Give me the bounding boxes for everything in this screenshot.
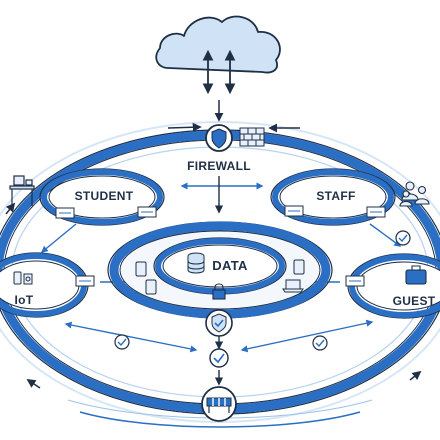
- people-icon: [399, 181, 430, 207]
- check-circle-icons: [114, 230, 411, 368]
- staff-label: STAFF: [316, 189, 355, 203]
- brick-wall-icon: [239, 127, 265, 147]
- iot-devices-icon: [13, 271, 33, 285]
- data-label: DATA: [212, 258, 248, 273]
- check-circle-icon: [205, 309, 233, 337]
- check-circle-icon: [312, 335, 328, 351]
- lock-icon: [212, 283, 226, 300]
- check-circle-icon: [209, 348, 229, 368]
- shield-icon: [211, 128, 227, 149]
- network-switch-icon: [284, 205, 386, 218]
- check-circle-icon: [114, 334, 130, 350]
- firewall-node: FIREWALL: [187, 124, 265, 173]
- iot-label: IoT: [15, 293, 34, 307]
- iot-segment-ring: IoT: [0, 252, 95, 318]
- guest-segment-ring: GUEST: [345, 253, 440, 319]
- student-segment-ring: STUDENT: [39, 168, 165, 226]
- suitcase-icon: [405, 265, 427, 285]
- student-label: STUDENT: [75, 189, 134, 203]
- tablet-icon: [135, 259, 305, 295]
- network-switch-icon: [345, 275, 365, 287]
- check-circle-icon: [395, 230, 411, 246]
- firewall-label: FIREWALL: [187, 159, 251, 173]
- guest-label: GUEST: [393, 294, 436, 308]
- laptop-icon: [282, 279, 304, 293]
- network-switch-icon: [55, 206, 157, 219]
- database-icon: [187, 252, 205, 274]
- staff-segment-ring: STAFF: [270, 168, 396, 226]
- flow-arrows: [40, 176, 402, 386]
- barrier-icon: [201, 386, 237, 422]
- network-switch-icon: [75, 275, 95, 287]
- data-core-ring: DATA: [107, 221, 333, 319]
- cloud-icon: [155, 15, 281, 122]
- desk-icon: [9, 175, 35, 206]
